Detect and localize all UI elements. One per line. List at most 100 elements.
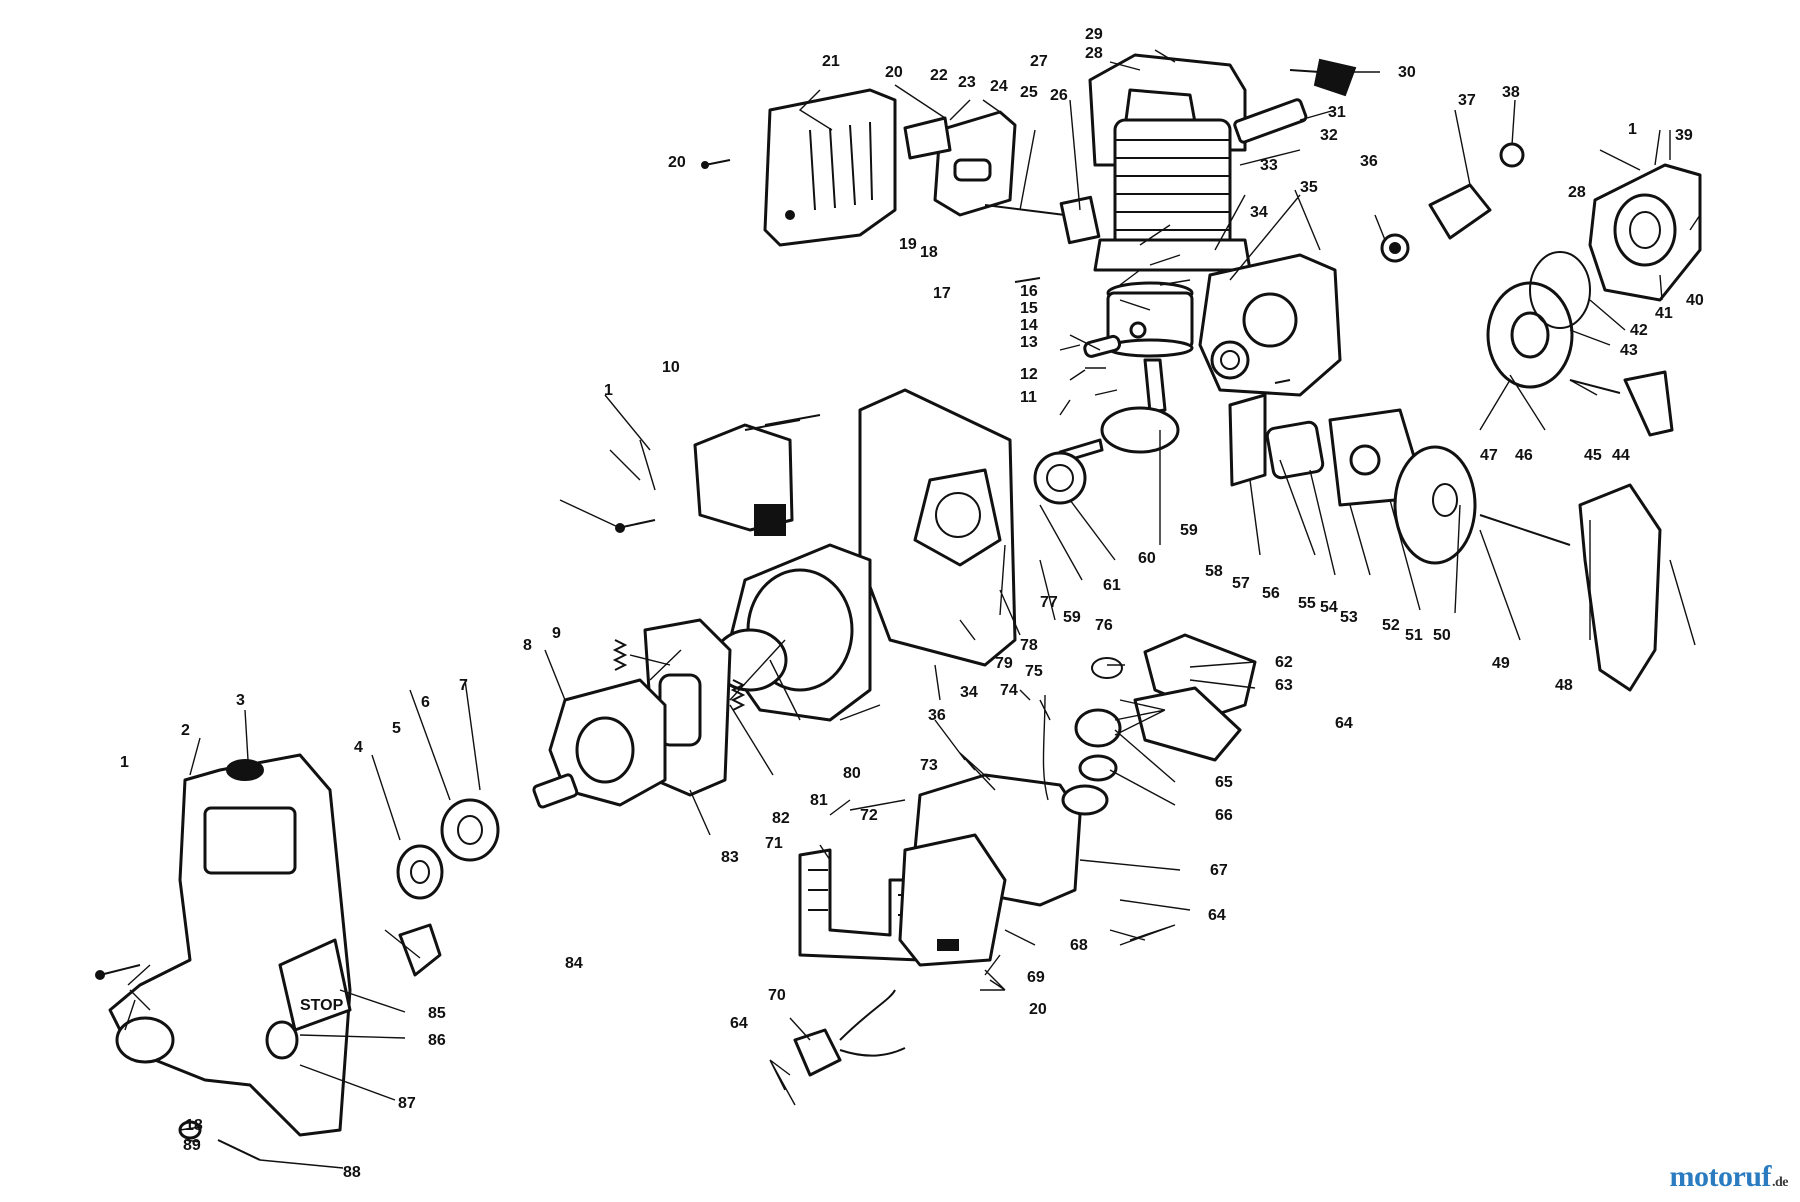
callout-52: 52	[1382, 617, 1400, 634]
callout-35: 35	[1300, 179, 1318, 196]
stop-switch-label: STOP	[300, 997, 344, 1014]
callout-18: 18	[185, 1117, 203, 1134]
part-cover-screw	[1479, 514, 1571, 546]
callout-30: 30	[1398, 64, 1416, 81]
callout-89: 89	[183, 1137, 201, 1154]
part-clutch-bearing	[440, 798, 500, 862]
part-starter-housing	[1588, 163, 1702, 302]
callout-67: 67	[1210, 862, 1228, 879]
callout-58: 58	[1205, 563, 1223, 580]
callout-38: 38	[1502, 84, 1520, 101]
callout-40: 40	[1686, 292, 1704, 309]
part-intake-gasket	[1228, 393, 1267, 487]
callout-34: 34	[1250, 204, 1268, 221]
part-fan-cover	[108, 753, 352, 1137]
callout-42: 42	[1630, 322, 1648, 339]
callout-9: 9	[552, 625, 561, 642]
callout-33: 33	[1260, 157, 1278, 174]
callout-36: 36	[1360, 153, 1378, 170]
callout-64: 64	[1335, 715, 1353, 732]
callout-19: 19	[899, 236, 917, 253]
part-oil-seal	[1380, 233, 1410, 263]
part-starter-handle	[1623, 370, 1674, 437]
watermark-tld: .de	[1772, 1175, 1789, 1190]
callout-79: 79	[995, 655, 1013, 672]
callout-80: 80	[843, 765, 861, 782]
callout-65: 65	[1215, 774, 1233, 791]
engine-parts: STOP	[95, 53, 1702, 1161]
callout-60: 60	[1138, 550, 1156, 567]
part-cover-bolt	[217, 1139, 261, 1161]
callout-22: 22	[930, 67, 948, 84]
callout-73: 73	[920, 757, 938, 774]
callout-37: 37	[1458, 92, 1476, 109]
callout-39: 39	[1675, 127, 1693, 144]
part-spark-plug-boot	[1313, 58, 1357, 97]
part-washer	[1091, 657, 1123, 679]
part-piston-pin	[1083, 334, 1122, 358]
callout-87: 87	[398, 1095, 416, 1112]
callout-59: 59	[1063, 609, 1081, 626]
callout-1: 1	[1628, 121, 1637, 138]
callout-74: 74	[1000, 682, 1018, 699]
callout-27: 27	[1030, 53, 1048, 70]
callout-34: 34	[960, 684, 978, 701]
callout-43: 43	[1620, 342, 1638, 359]
part-piston	[1106, 281, 1194, 358]
part-starter-pawl	[1428, 142, 1525, 240]
callout-61: 61	[1103, 577, 1121, 594]
callout-11: 11	[1020, 389, 1037, 406]
part-muffler-shield	[763, 88, 897, 247]
callout-53: 53	[1340, 609, 1358, 626]
callout-15: 15	[1020, 300, 1038, 317]
callout-75: 75	[1025, 663, 1043, 680]
callout-31: 31	[1328, 104, 1346, 121]
callout-46: 46	[1515, 447, 1533, 464]
callout-28: 28	[1085, 45, 1103, 62]
part-spark-plug	[1233, 98, 1308, 144]
callout-20: 20	[1029, 1001, 1047, 1018]
callout-3: 3	[236, 692, 245, 709]
callout-64: 64	[1208, 907, 1226, 924]
callout-49: 49	[1492, 655, 1510, 672]
part-small-screws	[95, 159, 1291, 980]
callout-59: 59	[1180, 522, 1198, 539]
callout-2: 2	[181, 722, 190, 739]
callout-72: 72	[860, 807, 878, 824]
callout-56: 56	[1262, 585, 1280, 602]
part-coil-wire	[793, 989, 906, 1077]
callout-54: 54	[1320, 599, 1338, 616]
callout-82: 82	[772, 810, 790, 827]
callout-29: 29	[1085, 26, 1103, 43]
part-filter-base	[1393, 445, 1477, 565]
part-tank-bracket	[898, 833, 1007, 967]
part-heat-shield	[798, 848, 922, 962]
callout-62: 62	[1275, 654, 1293, 671]
callout-32: 32	[1320, 127, 1338, 144]
callout-41: 41	[1655, 305, 1673, 322]
callout-81: 81	[810, 792, 828, 809]
part-crankcase-right	[1198, 253, 1342, 397]
part-muffler-bolt	[984, 204, 1066, 216]
callout-55: 55	[1298, 595, 1316, 612]
callout-88: 88	[343, 1164, 361, 1181]
part-cylinder	[1093, 118, 1252, 272]
callout-76: 76	[1095, 617, 1113, 634]
callout-45: 45	[1584, 447, 1602, 464]
callout-86: 86	[428, 1032, 446, 1049]
part-spark-plug-wire	[1289, 69, 1321, 73]
part-ignition-module	[693, 414, 821, 536]
callout-21: 21	[822, 53, 840, 70]
callout-28: 28	[1568, 184, 1586, 201]
callout-44: 44	[1612, 447, 1630, 464]
callout-7: 7	[459, 677, 468, 694]
callout-1: 1	[604, 382, 613, 399]
callout-36: 36	[928, 707, 946, 724]
callout-84: 84	[565, 955, 583, 972]
callout-23: 23	[958, 74, 976, 91]
motoruf-watermark-logo: motoruf.de	[1670, 1160, 1789, 1194]
callout-64: 64	[730, 1015, 748, 1032]
callout-25: 25	[1020, 84, 1038, 101]
callout-12: 12	[1020, 366, 1038, 383]
part-number-callouts: 1 1 1 2 3 4 5 6 7 8 9 10 11 12 13 14 15 …	[120, 26, 1704, 1181]
